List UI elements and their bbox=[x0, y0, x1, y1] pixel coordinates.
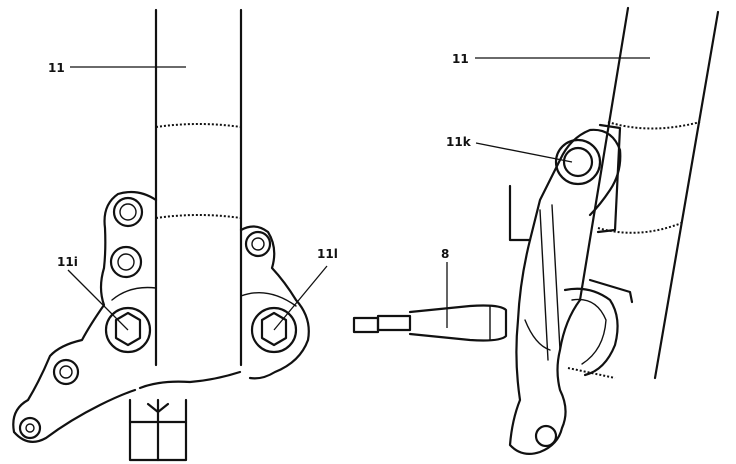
left-boss-top bbox=[112, 196, 144, 228]
right-caliper-upper bbox=[508, 128, 622, 242]
leader-left-11l bbox=[273, 265, 328, 331]
left-bracket-inner-left bbox=[111, 286, 157, 301]
right-view: 11 11k 8 bbox=[352, 6, 720, 455]
left-bracket-outline-left bbox=[12, 190, 158, 443]
left-bracket-bottom-curve bbox=[138, 370, 242, 390]
left-tube-band-upper bbox=[155, 123, 242, 128]
right-caliper-lower bbox=[508, 238, 582, 455]
right-caliper-detail bbox=[524, 319, 551, 351]
left-view: 11 11i 11l bbox=[12, 8, 338, 462]
right-fork-tube-right-edge bbox=[653, 10, 720, 380]
right-lower-hole bbox=[534, 424, 558, 448]
right-hub-dashes bbox=[567, 367, 616, 379]
label-right-11k: 11k bbox=[446, 135, 472, 149]
right-hub-outline bbox=[563, 287, 619, 377]
left-ear-hole bbox=[52, 358, 80, 386]
right-brake-tab bbox=[588, 278, 634, 304]
left-tube-band-lower bbox=[155, 214, 242, 219]
label-left-11l: 11l bbox=[317, 247, 338, 261]
left-boss-right-top bbox=[244, 230, 272, 258]
left-tab-hole bbox=[18, 416, 42, 440]
left-bracket-outline-right bbox=[239, 225, 310, 380]
left-axle-clamp bbox=[128, 398, 188, 462]
label-left-11i: 11i bbox=[57, 255, 78, 269]
left-boss-middle bbox=[109, 245, 143, 279]
left-bolt-11l-icon bbox=[250, 306, 298, 354]
label-right-11: 11 bbox=[452, 52, 469, 66]
left-bolt-11i-icon bbox=[104, 306, 152, 354]
right-tube-band-upper bbox=[607, 121, 701, 130]
right-axle-icon bbox=[352, 304, 508, 342]
right-mount-plate bbox=[596, 123, 622, 234]
right-hub-inner bbox=[571, 298, 607, 365]
right-bolt-11k-icon bbox=[554, 138, 602, 186]
right-fork-tube-left-edge bbox=[578, 6, 630, 302]
leader-right-11k bbox=[475, 142, 573, 163]
right-caliper-ribs bbox=[539, 204, 561, 361]
leader-left-11i bbox=[67, 269, 129, 331]
label-right-8: 8 bbox=[441, 247, 449, 261]
left-bracket-inner-right bbox=[240, 292, 297, 307]
label-left-11: 11 bbox=[48, 61, 65, 75]
